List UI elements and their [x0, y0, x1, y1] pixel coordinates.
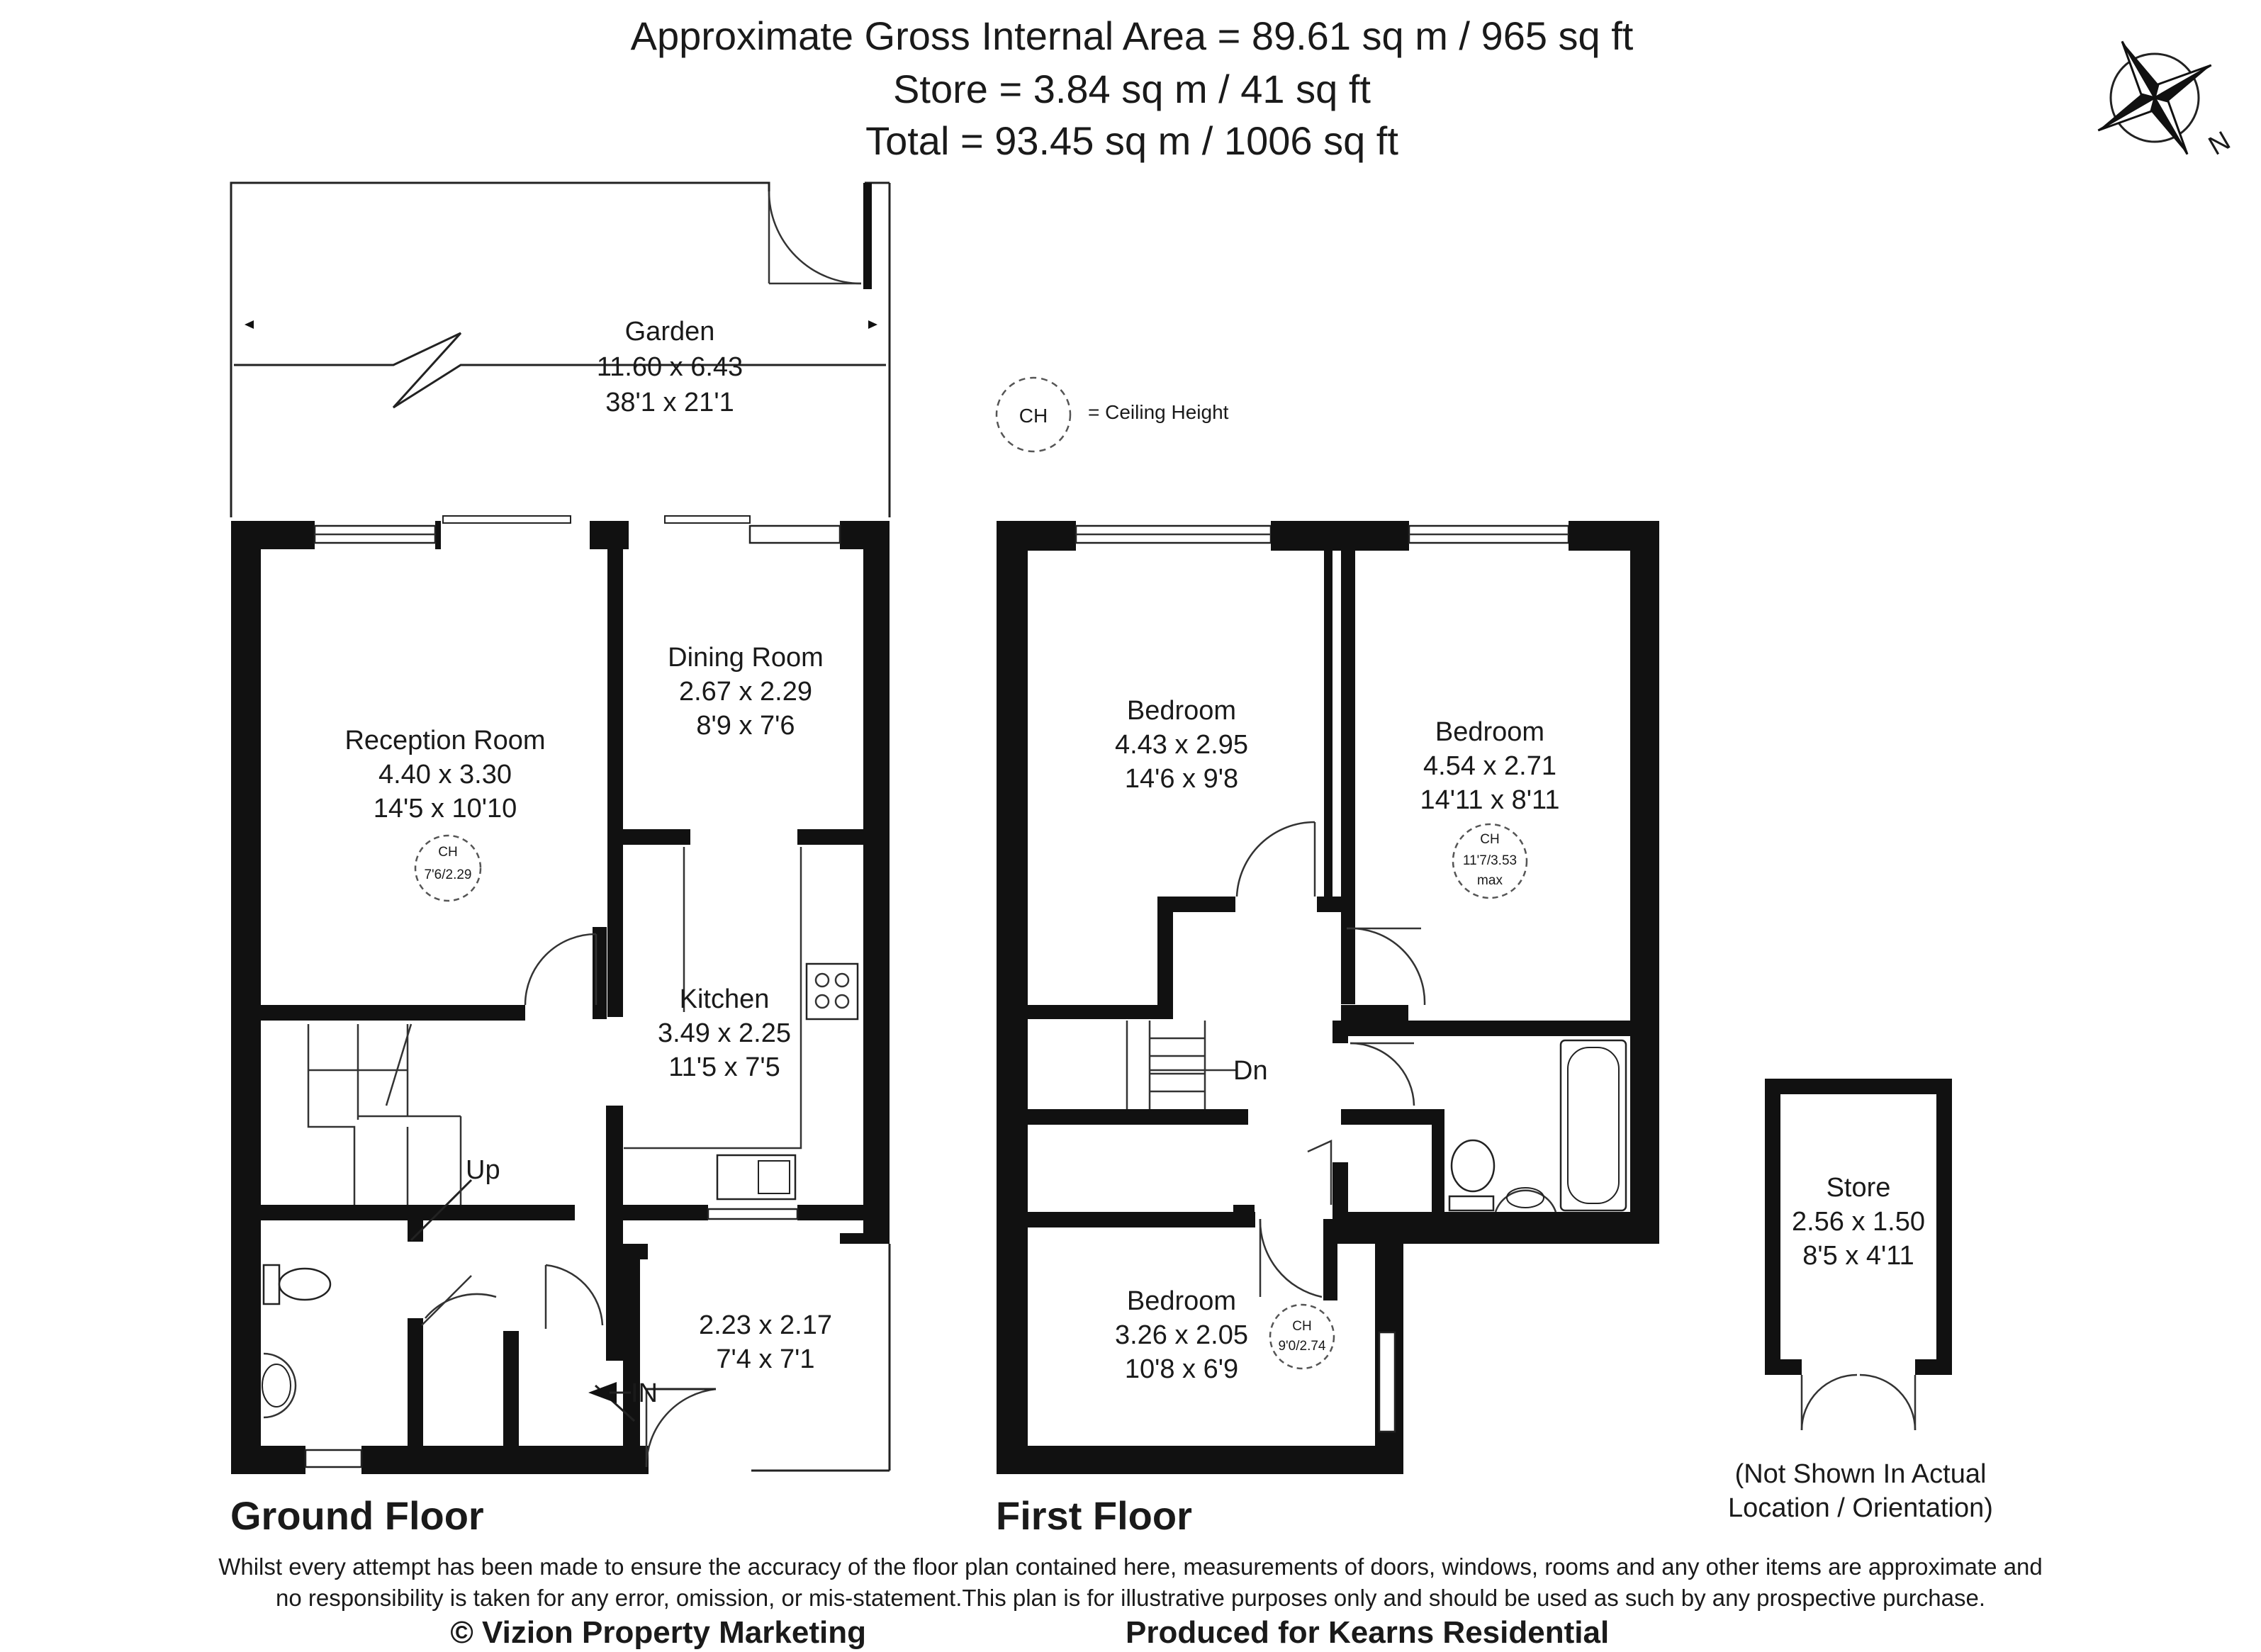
store-imperial: 8'5 x 4'11 [1802, 1241, 1914, 1271]
kitchen-imperial: 11'5 x 7'5 [668, 1052, 780, 1082]
first-floor-label: First Floor [996, 1493, 1192, 1538]
dining-name: Dining Room [668, 643, 824, 673]
ground-floor-walls [231, 515, 891, 1474]
garden-name: Garden [625, 317, 715, 347]
header-store-area: Store = 3.84 sq m / 41 sq ft [893, 67, 1371, 111]
reception-ch-circle [414, 834, 482, 902]
entrance-label: IN [631, 1378, 658, 1408]
ground-wc-fittings [262, 1264, 332, 1419]
bedroom1-metric: 4.43 x 2.95 [1115, 730, 1248, 760]
bedroom2-metric: 4.54 x 2.71 [1423, 751, 1556, 781]
hob-icon [805, 962, 859, 1021]
disclaimer-line1: Whilst every attempt has been made to en… [218, 1553, 2043, 1580]
bathroom-fittings [1448, 1039, 1627, 1213]
basin-icon [1494, 1189, 1557, 1213]
bedroom2-name: Bedroom [1435, 717, 1544, 747]
store-name: Store [1827, 1173, 1891, 1203]
reception-ch-value: 7'6/2.29 [424, 867, 471, 882]
bath-icon [1559, 1039, 1627, 1212]
garden-imperial: 38'1 x 21'1 [605, 388, 734, 417]
first-floor-stairs [1126, 1021, 1237, 1109]
kitchen-name: Kitchen [680, 984, 770, 1014]
ground-floor-label: Ground Floor [230, 1493, 484, 1538]
bedroom1-imperial: 14'6 x 9'8 [1125, 764, 1238, 794]
bedroom1-name: Bedroom [1127, 696, 1236, 726]
reception-metric: 4.40 x 3.30 [378, 760, 512, 790]
reception-ch-label: CH [438, 845, 457, 860]
bedroom3-name: Bedroom [1127, 1286, 1236, 1316]
entrance-arrow-icon [588, 1382, 617, 1403]
header-gross-area: Approximate Gross Internal Area = 89.61 … [631, 13, 1634, 58]
disclaimer-line2: no responsibility is taken for any error… [276, 1585, 1985, 1611]
bedroom2-imperial: 14'11 x 8'11 [1420, 785, 1560, 815]
ground-floor-stairs [307, 1023, 462, 1205]
first-floor-walls [997, 521, 1659, 1474]
dining-imperial: 8'9 x 7'6 [696, 711, 795, 741]
bedroom3-imperial: 10'8 x 6'9 [1125, 1354, 1238, 1384]
toilet-icon [1450, 1139, 1496, 1193]
first-floor-doors [1235, 821, 1426, 1298]
store-walls [1765, 1079, 1952, 1431]
reception-name: Reception Room [344, 726, 545, 755]
bedroom3-ch-value: 9'0/2.74 [1278, 1339, 1325, 1354]
ch-legend-meaning: = Ceiling Height [1088, 401, 1229, 423]
compass-north-label: N [2204, 126, 2235, 162]
ch-legend-circle [995, 376, 1072, 453]
bedroom3-ch-label: CH [1292, 1319, 1311, 1334]
first-stairs-label: Dn [1233, 1056, 1268, 1086]
header-total-area: Total = 93.45 sq m / 1006 sq ft [865, 118, 1398, 163]
sink-icon [716, 1154, 797, 1201]
bedroom2-ch-circle [1452, 823, 1528, 899]
kitchen-fittings [624, 847, 859, 1201]
reception-imperial: 14'5 x 10'10 [374, 794, 517, 824]
footer-produced-for: Produced for Kearns Residential [1126, 1615, 1609, 1650]
garden-metric: 11.60 x 6.43 [597, 352, 743, 382]
bedroom2-ch-label: CH [1480, 832, 1499, 847]
ground-stairs-label: Up [466, 1155, 500, 1185]
store-metric: 2.56 x 1.50 [1792, 1207, 1925, 1237]
footer-credit: © Vizion Property Marketing [450, 1615, 866, 1650]
ch-legend-symbol: CH [1019, 405, 1048, 427]
dining-metric: 2.67 x 2.29 [679, 677, 812, 707]
bedroom2-ch-value: 11'7/3.53 [1463, 853, 1517, 868]
compass-icon [2097, 40, 2212, 155]
store-note-line2: Location / Orientation) [1728, 1493, 1993, 1523]
store-note-line1: (Not Shown In Actual [1735, 1459, 1987, 1489]
kitchen-metric: 3.49 x 2.25 [658, 1018, 791, 1048]
porch-metric: 2.23 x 2.17 [699, 1310, 832, 1340]
garden-area [230, 181, 891, 517]
bedroom2-ch-note: max [1477, 873, 1503, 888]
bedroom3-ch-circle [1269, 1303, 1335, 1370]
porch-imperial: 7'4 x 7'1 [716, 1344, 814, 1374]
bedroom3-metric: 3.26 x 2.05 [1115, 1320, 1248, 1350]
